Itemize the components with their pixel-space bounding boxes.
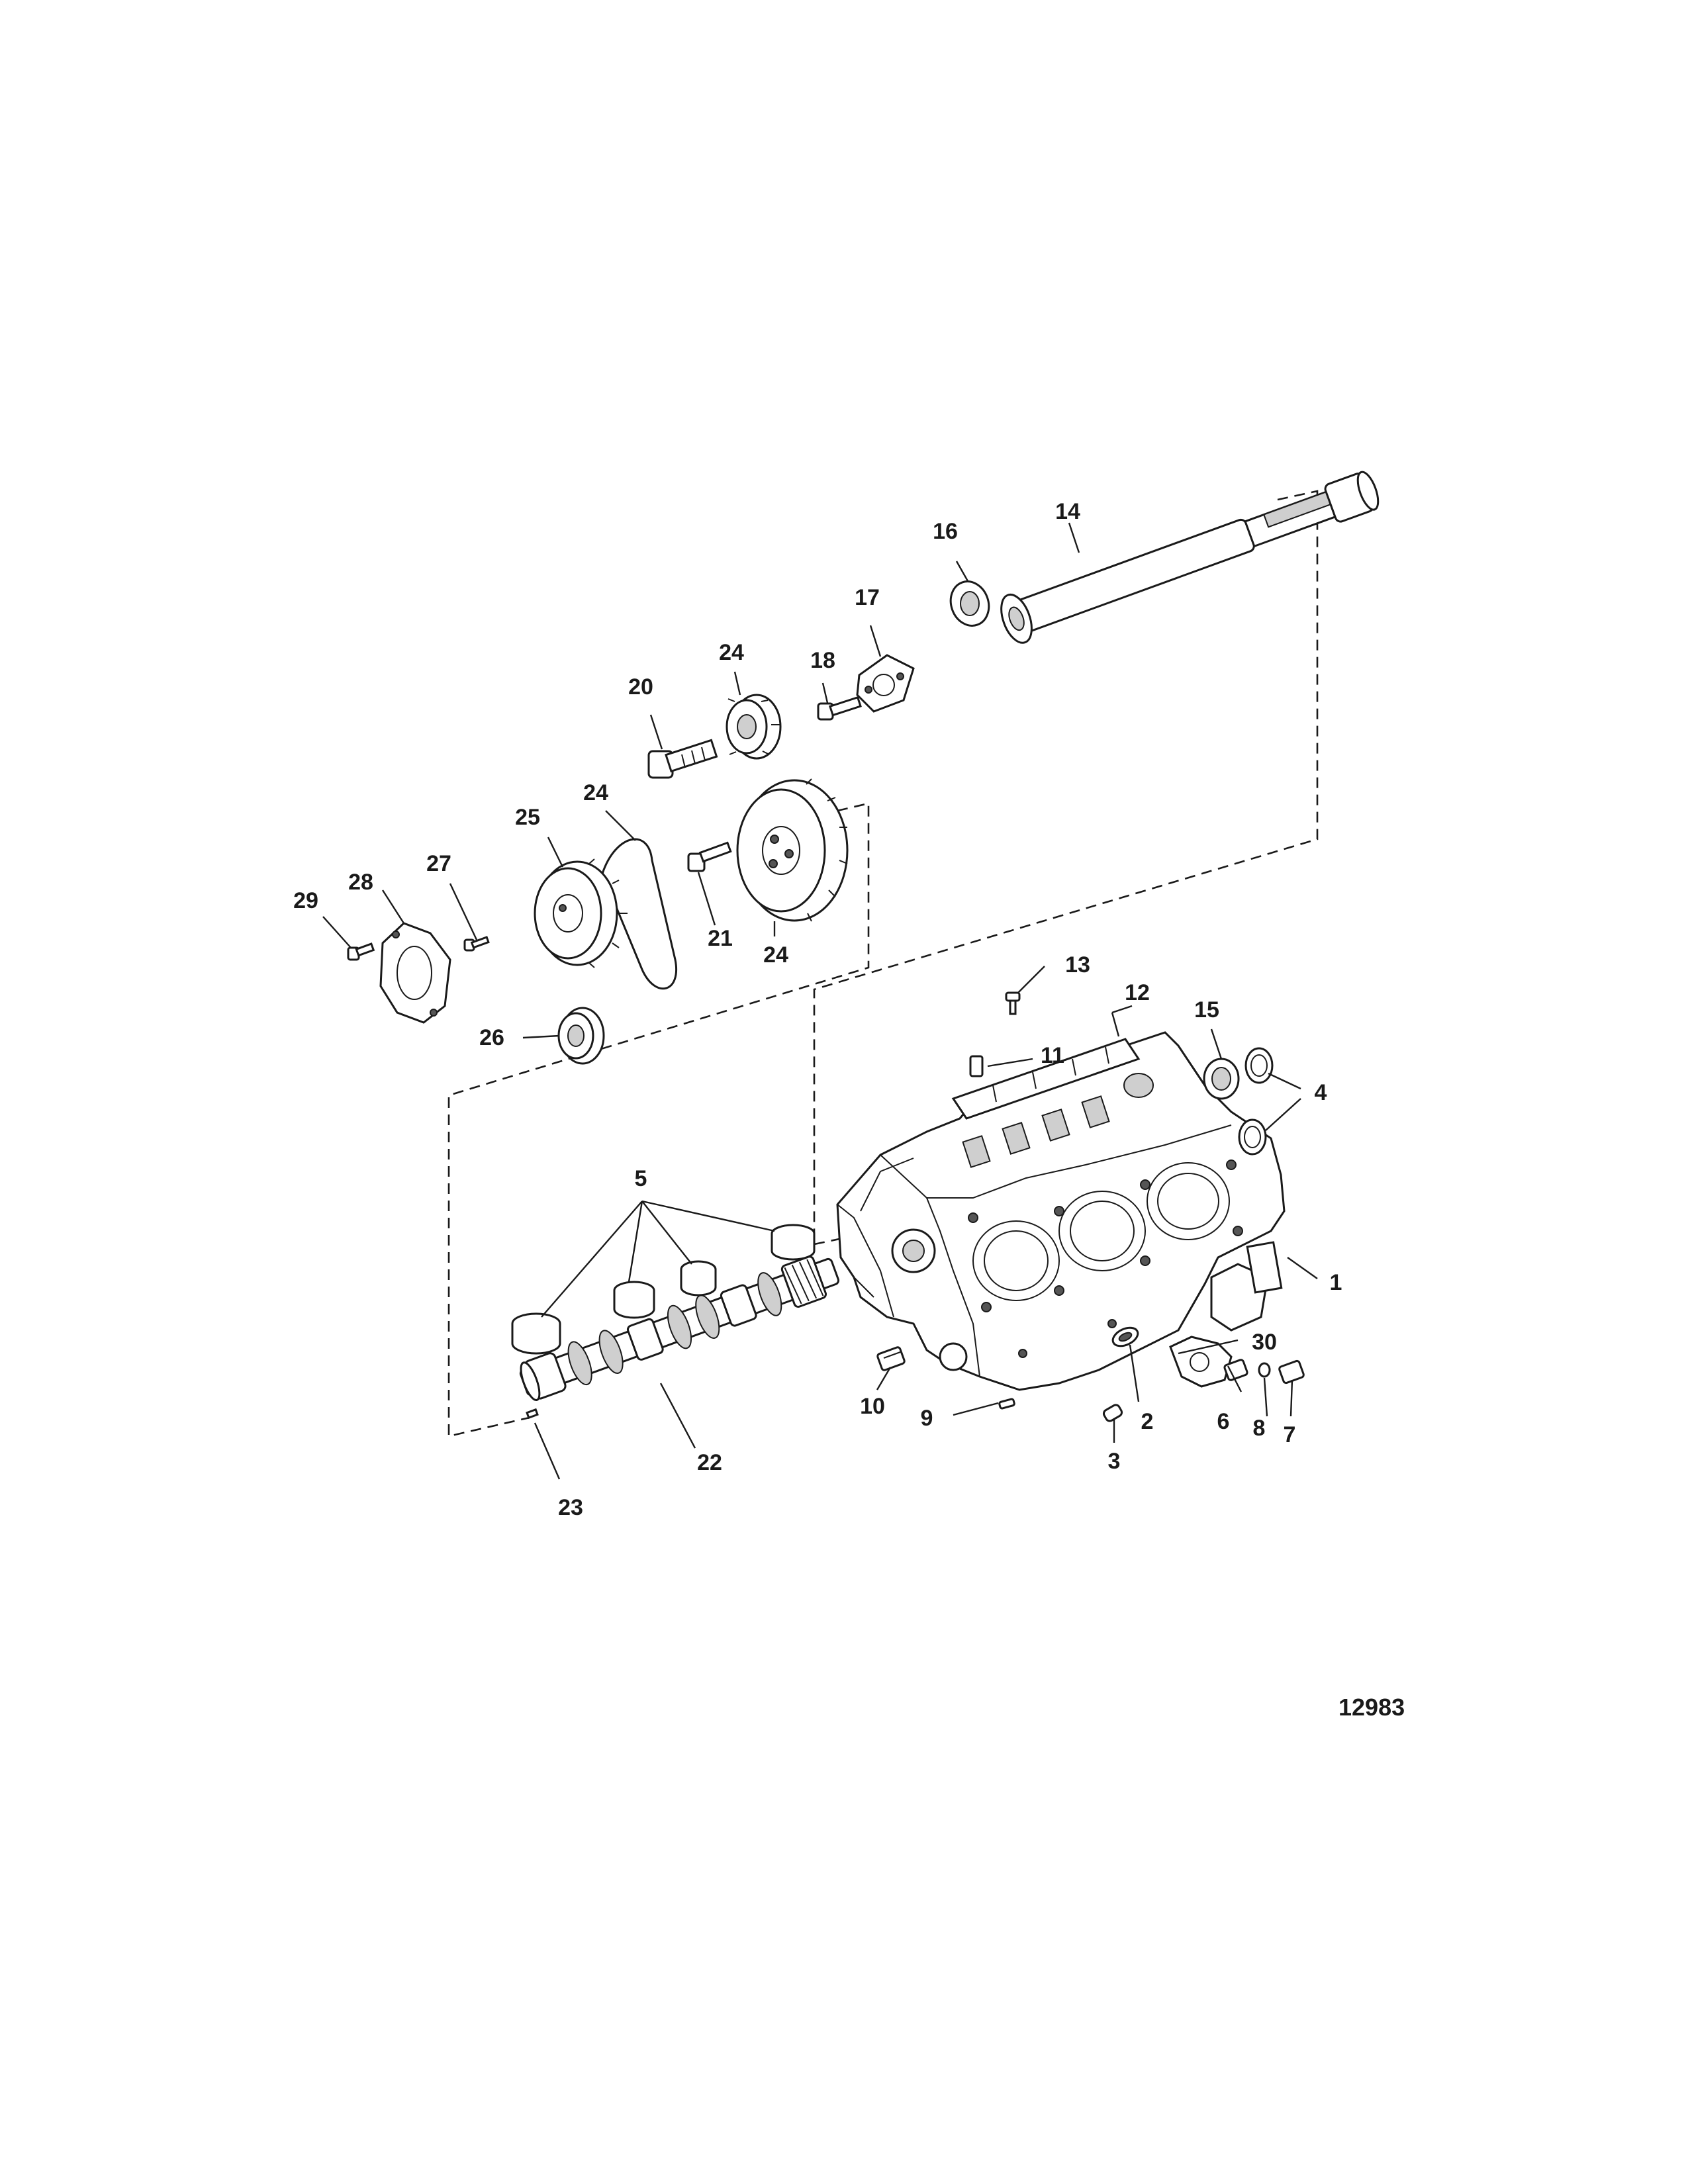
callout-24-large: 24	[763, 942, 788, 968]
callout-4: 4	[1315, 1080, 1327, 1105]
callout-26: 26	[479, 1025, 504, 1050]
callout-5: 5	[635, 1166, 647, 1191]
balance-shaft	[1000, 471, 1380, 644]
callout-3: 3	[1108, 1449, 1121, 1474]
front-face	[853, 1158, 968, 1371]
plug-10	[876, 1346, 906, 1371]
callout-11: 11	[1041, 1043, 1064, 1068]
bearing-16	[949, 580, 990, 627]
callout-16: 16	[933, 519, 958, 544]
head-bolt-holes	[968, 1160, 1243, 1358]
camshaft	[519, 1255, 840, 1402]
callout-24-chain: 24	[583, 780, 608, 805]
callout-23: 23	[558, 1495, 583, 1520]
driven-gear-large	[736, 778, 849, 922]
callout-18: 18	[810, 648, 835, 673]
cam-sprocket	[534, 858, 628, 968]
callout-12: 12	[1125, 980, 1150, 1005]
callout-29: 29	[293, 888, 318, 913]
callout-labels: 1 2 3 4 5 6 7 8 9 10 11 12 13 14 15 16 1…	[293, 499, 1342, 1520]
pump-drive-assembly	[951, 991, 1141, 1120]
leader-lines	[322, 522, 1318, 1480]
callout-20: 20	[628, 674, 653, 700]
callout-14: 14	[1055, 499, 1080, 524]
bolt-29	[347, 942, 375, 961]
callout-6: 6	[1217, 1409, 1230, 1434]
retainer-17	[856, 654, 915, 713]
bolt-18	[817, 696, 862, 721]
callout-21: 21	[708, 926, 733, 951]
timing-chain	[601, 838, 677, 990]
crank-gear	[557, 1007, 605, 1065]
callout-7: 7	[1284, 1422, 1296, 1447]
callout-22: 22	[697, 1450, 722, 1475]
lifter-valley	[962, 1073, 1154, 1168]
small-fittings	[998, 1326, 1139, 1422]
bolt-27	[463, 936, 490, 952]
sensor-fittings	[1169, 1336, 1305, 1388]
callout-9: 9	[921, 1406, 933, 1431]
callout-30: 30	[1252, 1330, 1277, 1355]
thrust-plate	[379, 922, 451, 1024]
callout-25: 25	[515, 805, 540, 830]
callout-24-top: 24	[719, 640, 744, 665]
bolt-20	[647, 739, 718, 779]
document-number: 12983	[1338, 1694, 1405, 1721]
callout-2: 2	[1141, 1409, 1154, 1434]
camshaft-key	[526, 1408, 539, 1420]
callout-13: 13	[1065, 952, 1090, 978]
callout-15: 15	[1194, 997, 1219, 1023]
callout-1: 1	[1330, 1270, 1342, 1295]
cylinder-bores	[972, 1162, 1230, 1301]
engine-block	[836, 1031, 1286, 1391]
callout-8: 8	[1253, 1416, 1266, 1441]
callout-17: 17	[855, 585, 880, 610]
bolt-21	[687, 841, 732, 872]
callout-28: 28	[348, 870, 373, 895]
cam-bearings	[511, 1224, 816, 1355]
drive-gear-small	[726, 694, 782, 760]
callout-27: 27	[426, 851, 451, 876]
callout-10: 10	[860, 1394, 885, 1419]
